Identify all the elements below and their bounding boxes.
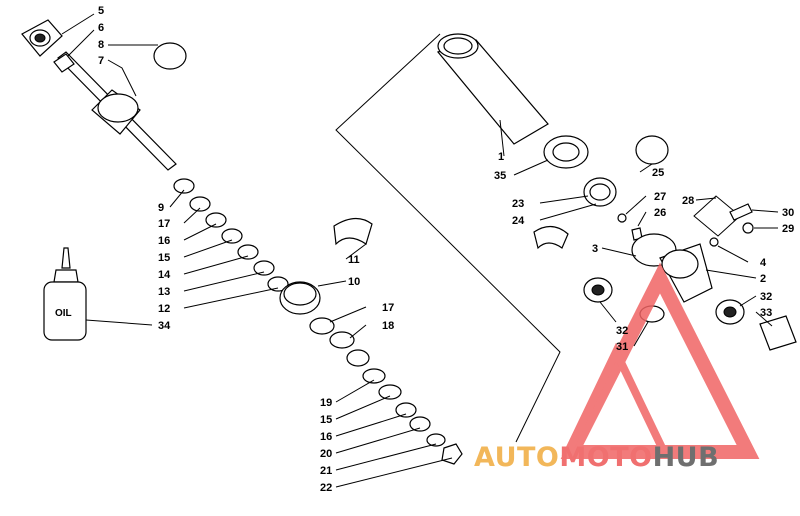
part-label-8: 8 [98, 39, 104, 51]
part-label-27: 27 [654, 191, 666, 203]
part-label-15-lower: 15 [320, 414, 332, 426]
shim-stack-upper [173, 178, 289, 292]
bolt-30 [729, 203, 753, 221]
part-label-25: 25 [652, 167, 664, 179]
part-label-31: 31 [616, 341, 628, 353]
reservoir-end-cap [659, 243, 713, 303]
part-labels: 5 6 8 7 9 17 16 15 14 13 12 34 11 10 17 … [98, 5, 794, 494]
snap-ring-24 [533, 225, 569, 250]
part-label-20: 20 [320, 448, 332, 460]
bushing-32-right [715, 299, 745, 325]
part-label-7: 7 [98, 55, 104, 67]
piston-part [279, 281, 321, 315]
part-label-33: 33 [760, 307, 772, 319]
oil-bottle: OIL [43, 247, 87, 341]
part-label-32: 32 [760, 291, 772, 303]
shaft-eye-part [21, 19, 63, 57]
seal-35 [543, 135, 589, 169]
bushing-32-left [583, 277, 613, 303]
watermark-brand-hub: HUB [653, 442, 720, 473]
watermark-brand-moto: MOTO [559, 442, 652, 473]
shock-body-part [436, 33, 549, 145]
part-label-5: 5 [98, 5, 104, 17]
o-ring-8 [153, 42, 187, 70]
part-label-18: 18 [382, 320, 394, 332]
part-label-3: 3 [592, 243, 598, 255]
part-label-28: 28 [682, 195, 694, 207]
part-label-26: 26 [654, 207, 666, 219]
boundary-outline [335, 33, 561, 443]
part-label-14: 14 [158, 269, 171, 281]
part-label-4: 4 [760, 257, 767, 269]
bumper-part [91, 89, 141, 135]
part-label-29: 29 [782, 223, 794, 235]
part-label-6: 6 [98, 22, 104, 34]
part-label-19: 19 [320, 397, 332, 409]
washer-4 [709, 237, 719, 247]
part-label-32-lower: 32 [616, 325, 628, 337]
piston-ring-11 [333, 217, 373, 246]
part-label-11: 11 [348, 254, 360, 266]
part-label-1: 1 [498, 151, 504, 163]
leader-lines [61, 13, 779, 488]
spacer-33 [759, 315, 797, 351]
o-ring-25 [635, 135, 669, 165]
part-label-16-lower: 16 [320, 431, 332, 443]
part-label-30: 30 [782, 207, 794, 219]
part-label-13: 13 [158, 286, 170, 298]
part-label-23: 23 [512, 198, 524, 210]
washer-29 [742, 222, 754, 234]
part-label-34: 34 [158, 320, 171, 332]
part-label-22: 22 [320, 482, 332, 494]
watermark-brand: AUTOMOTOHUB [474, 442, 719, 473]
watermark-brand-auto: AUTO [474, 442, 559, 473]
part-label-12: 12 [158, 303, 170, 315]
part-label-35: 35 [494, 170, 506, 182]
washer-27 [617, 213, 627, 223]
part-label-17-lower: 17 [382, 302, 394, 314]
part-label-16: 16 [158, 235, 170, 247]
bushing-23 [583, 177, 617, 207]
part-label-17: 17 [158, 218, 170, 230]
watermark-triangle [560, 262, 760, 459]
part-label-9: 9 [158, 202, 164, 214]
part-label-10: 10 [348, 276, 360, 288]
shim-stack-lower [309, 317, 463, 465]
oil-bottle-label: OIL [55, 308, 72, 319]
part-label-2: 2 [760, 273, 766, 285]
part-label-24: 24 [512, 215, 525, 227]
part-label-21: 21 [320, 465, 332, 477]
part-label-15: 15 [158, 252, 170, 264]
